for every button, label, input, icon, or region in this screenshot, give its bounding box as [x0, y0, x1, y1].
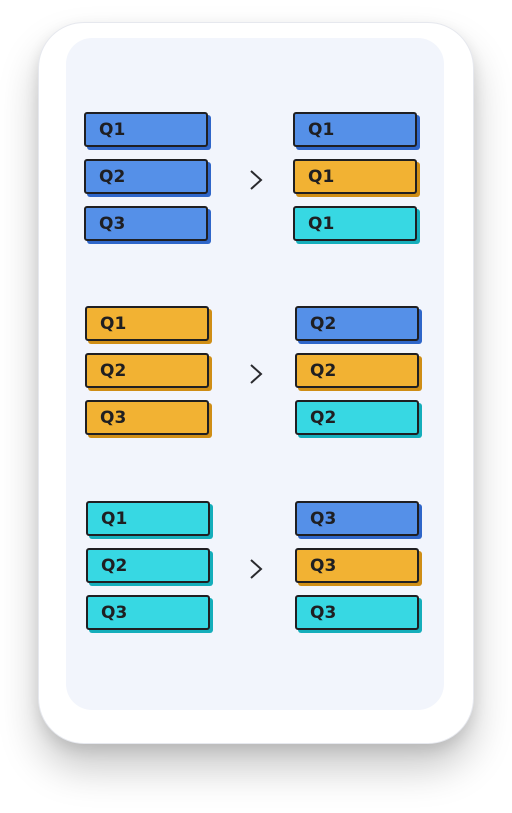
group-3-left-chip-2: Q2	[86, 548, 210, 583]
group-1-right-chip-1: Q1	[293, 112, 417, 147]
group-2-left-chip-1: Q1	[85, 306, 209, 341]
group-2-chevron-right-icon	[250, 364, 263, 384]
group-1-chevron-right-icon	[250, 170, 263, 190]
group-3-right-chip-2: Q3	[295, 548, 419, 583]
group-1-right-chip-2: Q1	[293, 159, 417, 194]
group-2-right-chip-2: Q2	[295, 353, 419, 388]
group-2-left-chip-3: Q3	[85, 400, 209, 435]
group-2-right-chip-1: Q2	[295, 306, 419, 341]
group-1-left-chip-2: Q2	[84, 159, 208, 194]
group-2-left-chip-2: Q2	[85, 353, 209, 388]
group-3-right-chip-1: Q3	[295, 501, 419, 536]
group-3-chevron-right-icon	[250, 559, 263, 579]
group-3-right-chip-3: Q3	[295, 595, 419, 630]
group-2-right-chip-3: Q2	[295, 400, 419, 435]
group-3-left-chip-3: Q3	[86, 595, 210, 630]
group-1-right-chip-3: Q1	[293, 206, 417, 241]
group-1-left-chip-3: Q3	[84, 206, 208, 241]
group-3-left-chip-1: Q1	[86, 501, 210, 536]
group-1-left-chip-1: Q1	[84, 112, 208, 147]
